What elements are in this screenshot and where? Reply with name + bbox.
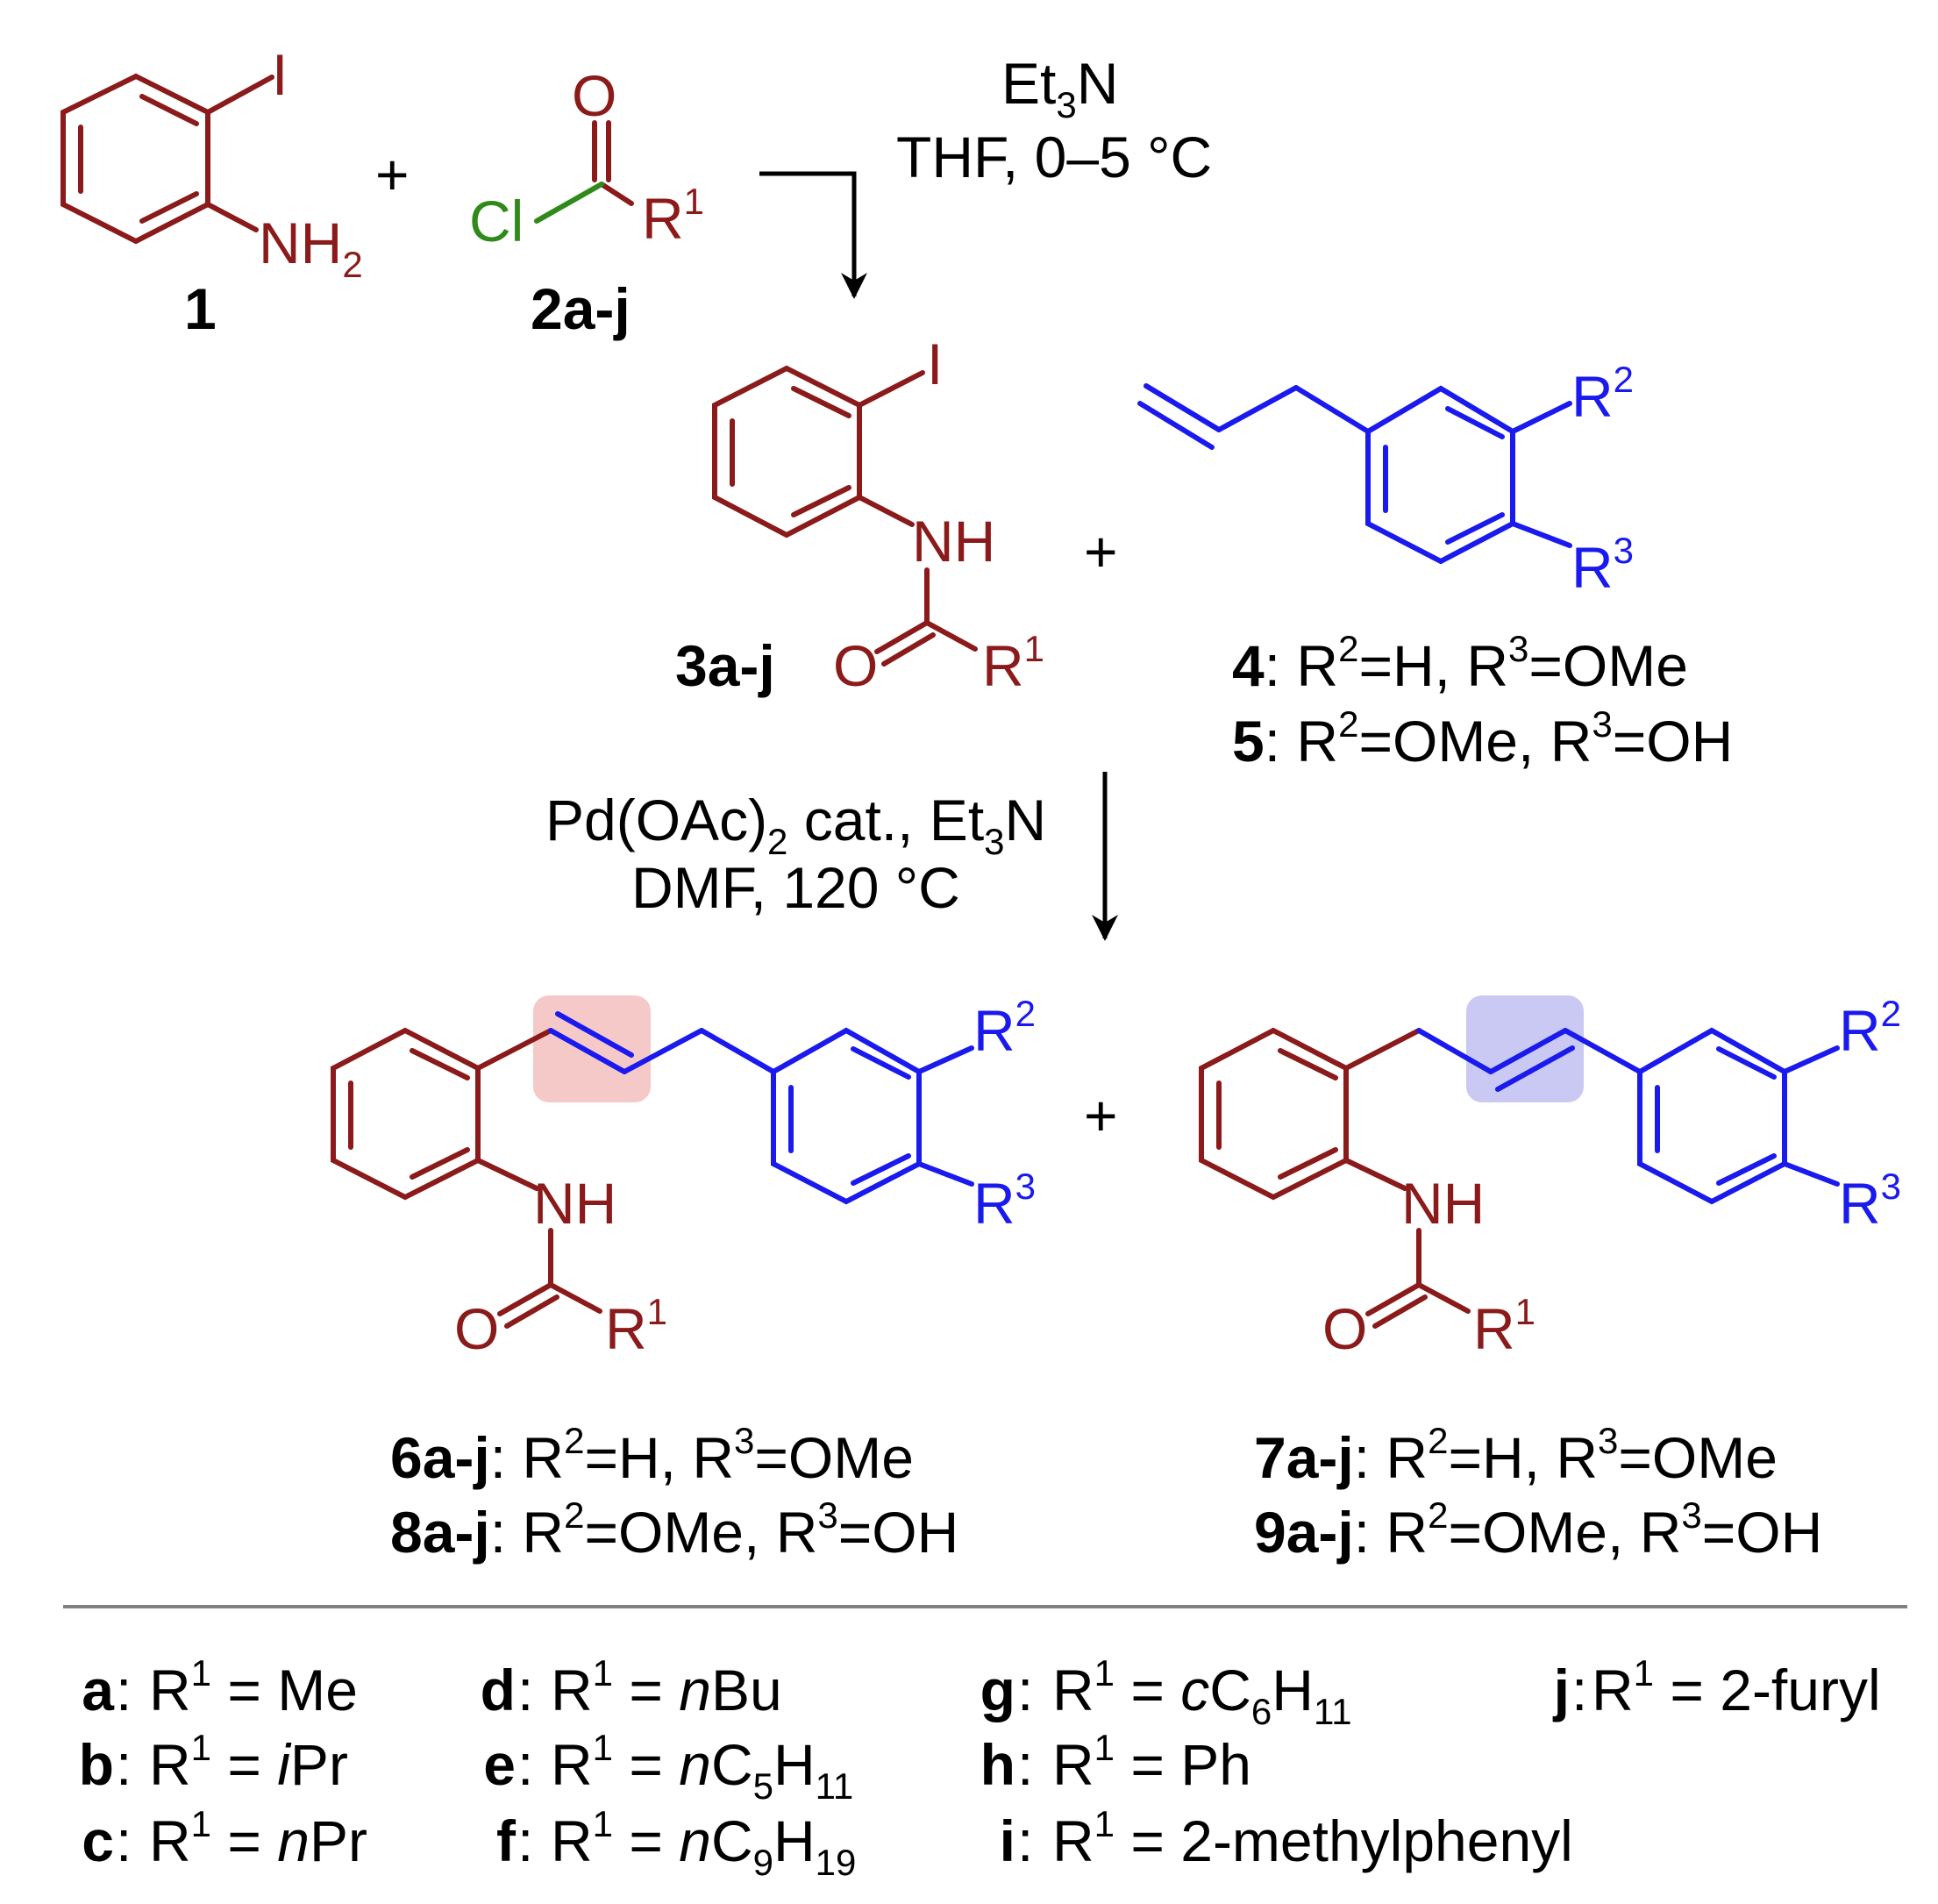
substituents-line-5: 5: R2=OMe, R3=OH	[1232, 703, 1733, 774]
legend-value-h: R1 = Ph	[1052, 1727, 1251, 1797]
alkene-highlight-blue	[1466, 995, 1584, 1102]
legend-colon: :	[1017, 1808, 1033, 1873]
substituents-line-8: 8a-j: R2=OMe, R3=OH	[390, 1494, 958, 1565]
legend-letter-b: b	[79, 1732, 114, 1797]
amine-group-1: NH2	[259, 210, 363, 285]
legend-value-a: R1 = Me	[149, 1652, 358, 1722]
r1-group-6: R1	[605, 1291, 667, 1361]
legend-letter-j: j	[1552, 1658, 1570, 1722]
legend-letter-i: i	[1000, 1808, 1015, 1873]
carbonyl-oxygen-3: O	[833, 633, 878, 698]
legend-value-g: R1 = cC6H11	[1052, 1652, 1352, 1732]
substituents-line-6: 6a-j: R2=H, R3=OMe	[390, 1420, 914, 1490]
compound-label-2: 2a-j	[531, 276, 631, 341]
legend-colon: :	[1017, 1732, 1033, 1797]
legend-colon: :	[116, 1732, 132, 1797]
r2-group-6: R2	[973, 993, 1036, 1063]
plus-sign-3: +	[1084, 1083, 1118, 1148]
legend-value-d: R1 = nBu	[551, 1652, 782, 1722]
r2-group-7: R2	[1839, 993, 1901, 1063]
r1-legend: a: R1 = Me b: R1 = iPr c: R1 = nPr d: R1 = nBu e…	[79, 1652, 1881, 1883]
legend-colon: :	[1017, 1658, 1033, 1722]
r3-group-6: R3	[973, 1166, 1036, 1236]
step1-reagent: Et3N	[1001, 51, 1118, 125]
plus-sign-2: +	[1084, 519, 1118, 584]
compound-1-structure	[61, 73, 274, 245]
legend-letter-h: h	[980, 1732, 1015, 1797]
compound-label-1: 1	[184, 276, 217, 341]
substituents-line-4: 4: R2=H, R3=OMe	[1232, 628, 1688, 698]
legend-colon: :	[116, 1658, 132, 1722]
r3-group-4: R3	[1571, 530, 1634, 600]
compound-4-5-structure	[1137, 383, 1572, 565]
r3-group-7: R3	[1839, 1166, 1901, 1236]
iodo-atom-3: I	[927, 332, 943, 396]
product-7-9-structure	[1199, 1027, 1840, 1329]
nh-group-6: NH	[533, 1171, 616, 1236]
plus-sign-1: +	[375, 142, 410, 207]
carbonyl-oxygen-7: O	[1322, 1296, 1367, 1361]
step2-solvent-temp: DMF, 120 °C	[631, 855, 960, 920]
legend-colon: :	[1571, 1658, 1587, 1722]
legend-colon: :	[517, 1658, 533, 1722]
step1-solvent-temp: THF, 0–5 °C	[896, 125, 1212, 189]
legend-value-j: R1 = 2-furyl	[1592, 1652, 1881, 1722]
legend-colon: :	[116, 1808, 132, 1873]
legend-value-e: R1 = nC5H11	[551, 1727, 853, 1807]
legend-colon: :	[517, 1808, 533, 1873]
legend-letter-e: e	[483, 1732, 516, 1797]
legend-letter-d: d	[481, 1658, 516, 1722]
compound-label-3: 3a-j	[675, 633, 775, 698]
legend-colon: :	[517, 1732, 533, 1797]
r2-group-4: R2	[1571, 359, 1634, 429]
legend-value-c: R1 = nPr	[149, 1803, 367, 1873]
legend-value-i: R1 = 2-methylphenyl	[1052, 1803, 1573, 1873]
nh-group-3: NH	[912, 509, 995, 574]
legend-value-f: R1 = nC9H19	[551, 1803, 856, 1883]
iodo-atom-1: I	[272, 42, 288, 107]
legend-letter-g: g	[980, 1658, 1015, 1722]
chloro-atom-2: Cl	[469, 189, 524, 253]
substituents-line-7: 7a-j: R2=H, R3=OMe	[1254, 1420, 1778, 1490]
r1-group-2: R1	[642, 181, 704, 251]
substituents-line-9: 9a-j: R2=OMe, R3=OH	[1254, 1494, 1822, 1565]
compound-3-structure	[712, 365, 978, 667]
compound-2-structure	[534, 120, 634, 224]
nh-group-7: NH	[1401, 1171, 1485, 1236]
carbonyl-oxygen-6: O	[454, 1296, 499, 1361]
product-6-8-structure	[331, 1011, 974, 1329]
legend-letter-f: f	[496, 1808, 517, 1873]
carbonyl-oxygen-2: O	[572, 63, 616, 128]
step2-reagents: Pd(OAc)2 cat., Et3N	[545, 788, 1046, 862]
legend-letter-c: c	[82, 1808, 114, 1873]
r1-group-3: R1	[982, 628, 1044, 698]
r1-group-7: R1	[1473, 1291, 1535, 1361]
alkene-highlight-red	[533, 995, 651, 1102]
legend-value-b: R1 = iPr	[149, 1727, 348, 1797]
legend-letter-a: a	[82, 1658, 115, 1722]
step1-arrow	[759, 171, 867, 299]
